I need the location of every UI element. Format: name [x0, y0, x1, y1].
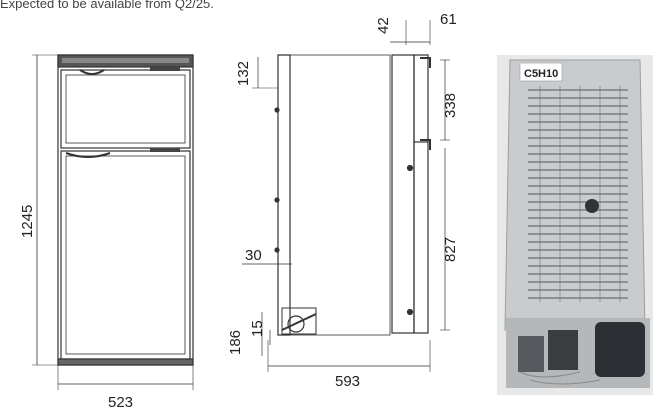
availability-note: Expected to be available from Q2/25.	[0, 0, 214, 11]
dim-front-height: 1245	[19, 205, 36, 238]
dim-side-hinge-offset: 30	[245, 247, 262, 264]
fridge-door	[60, 150, 191, 360]
refrigerant-label: C5H10	[524, 68, 558, 80]
freezer-handle	[79, 69, 105, 75]
dim-side-handle-depth: 61	[440, 11, 457, 28]
side-back-wall	[277, 54, 291, 336]
dim-side-foot: 15	[249, 320, 266, 337]
rear-photo: C5H10	[497, 55, 653, 395]
dim-side-handle-gap: 42	[375, 17, 392, 34]
side-door-profile	[391, 54, 415, 334]
fridge-handle	[65, 152, 111, 158]
condenser-coils	[528, 86, 628, 302]
dim-front-width: 523	[108, 394, 133, 411]
freezer-door	[60, 69, 191, 149]
front-body	[57, 54, 194, 366]
dim-side-lower-door: 827	[442, 237, 459, 262]
front-view	[32, 54, 194, 390]
dim-side-top-offset: 132	[235, 61, 252, 86]
side-view	[242, 20, 450, 372]
compressor	[595, 322, 645, 377]
dim-side-depth: 593	[335, 373, 360, 390]
dim-side-upper-door: 338	[442, 93, 459, 118]
dim-side-base-height: 186	[227, 330, 244, 355]
